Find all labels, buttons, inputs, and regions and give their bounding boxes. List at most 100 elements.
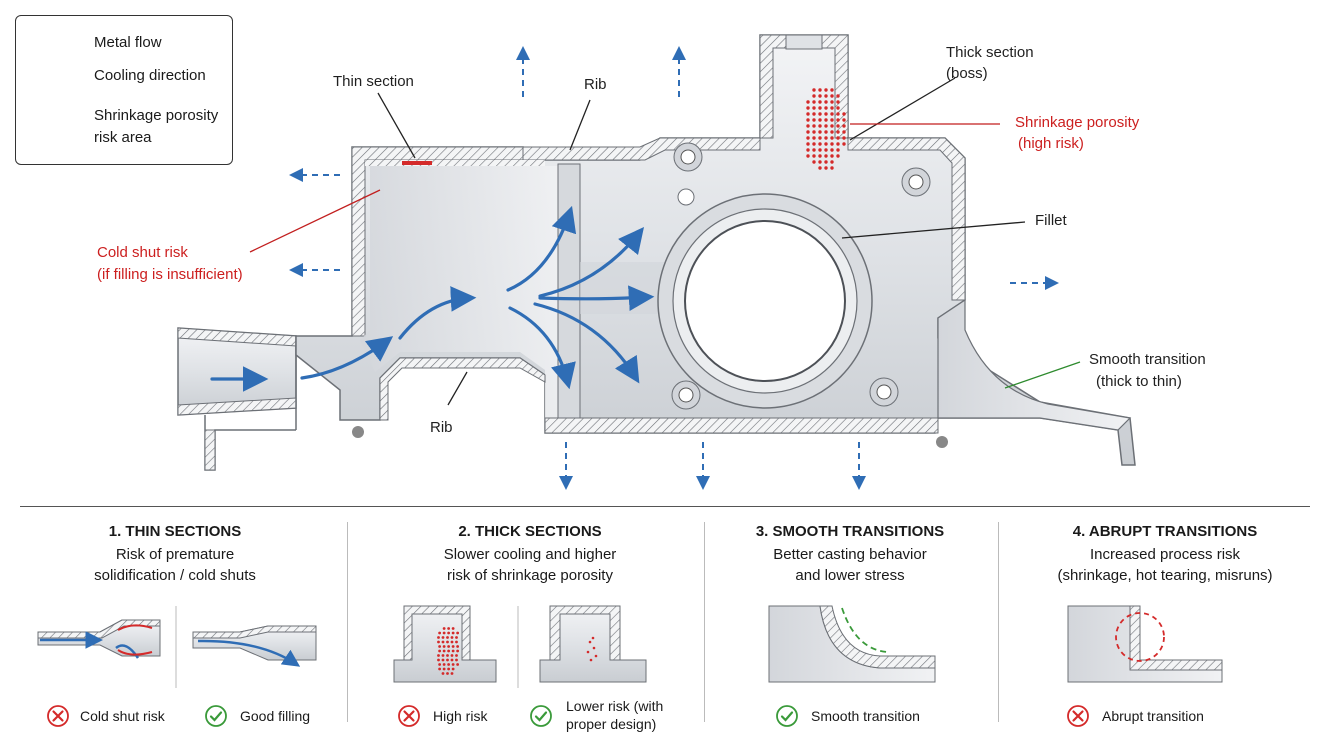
- porosity-dot: [836, 124, 840, 128]
- panel4-sub-1: Increased process risk: [1089, 546, 1241, 563]
- porosity-dot: [818, 94, 822, 98]
- porosity-dot: [442, 667, 446, 671]
- porosity-dot: [442, 649, 446, 653]
- thick-section-bad-illustration: [393, 605, 497, 683]
- porosity-dot: [806, 148, 810, 152]
- porosity-dot: [447, 645, 451, 648]
- porosity-dot: [450, 672, 454, 675]
- porosity-dot: [441, 636, 445, 639]
- porosity-dot: [594, 654, 598, 658]
- porosity-dot: [818, 166, 822, 170]
- panel1-sub-1: Risk of premature: [115, 546, 235, 563]
- porosity-dot: [447, 627, 451, 630]
- porosity-dot: [806, 100, 810, 104]
- porosity-dot: [812, 94, 816, 98]
- porosity-dot: [818, 100, 822, 104]
- porosity-dot: [818, 118, 822, 122]
- porosity-dot: [836, 118, 840, 122]
- x-circle-icon: [398, 705, 420, 727]
- leader-lines: [249, 77, 1081, 406]
- porosity-dot: [830, 118, 834, 122]
- porosity-dot: [812, 100, 816, 104]
- porosity-dot: [455, 636, 458, 639]
- porosity-dot: [446, 636, 449, 639]
- porosity-dot: [812, 154, 816, 158]
- porosity-dot: [812, 160, 816, 164]
- porosity-dot: [824, 142, 828, 146]
- abrupt-transition-illustration: [1067, 605, 1223, 683]
- porosity-dot: [451, 663, 455, 666]
- porosity-dot: [836, 106, 840, 110]
- porosity-dot: [818, 124, 822, 128]
- callout-thick-section-2: (boss): [946, 65, 988, 82]
- porosity-dot: [824, 100, 828, 104]
- panel3-title: 3. SMOOTH TRANSITIONS: [755, 523, 945, 540]
- porosity-dot: [836, 142, 840, 146]
- porosity-dot: [824, 166, 828, 170]
- porosity-dot: [592, 646, 596, 650]
- porosity-dot: [836, 112, 840, 116]
- legend-shrinkage-label-2: risk area: [94, 129, 152, 146]
- porosity-dot: [450, 654, 454, 657]
- porosity-dot: [830, 160, 834, 164]
- porosity-dot: [437, 654, 440, 657]
- porosity-dot: [441, 640, 445, 644]
- porosity-dot: [824, 154, 828, 158]
- porosity-dot: [806, 118, 810, 122]
- porosity-dot: [438, 667, 442, 671]
- legend-cooling-label: Cooling direction: [94, 67, 206, 84]
- metal-flow-arrows: [210, 205, 655, 392]
- porosity-dot: [836, 136, 840, 140]
- porosity-dot: [836, 130, 840, 134]
- porosity-dot: [818, 106, 822, 110]
- porosity-dot: [451, 667, 455, 671]
- check-circle-icon: [205, 705, 227, 727]
- porosity-dot: [824, 118, 828, 122]
- porosity-dot: [450, 658, 454, 662]
- callout-rib-top: Rib: [584, 76, 607, 93]
- porosity-dot: [818, 142, 822, 146]
- porosity-dot: [456, 645, 460, 648]
- porosity-dot: [812, 136, 816, 140]
- porosity-dot: [824, 130, 828, 134]
- panel1-sub-2: solidification / cold shuts: [94, 567, 256, 584]
- porosity-dot: [438, 631, 442, 635]
- porosity-dot: [446, 658, 449, 662]
- callout-shrinkage-2: (high risk): [1018, 135, 1084, 152]
- porosity-dot: [447, 631, 451, 635]
- porosity-dot: [830, 154, 834, 158]
- callout-thick-section-1: Thick section: [946, 44, 1034, 61]
- porosity-dot: [842, 112, 846, 116]
- porosity-dot: [442, 663, 446, 666]
- casting-part: [177, 34, 1136, 471]
- porosity-dot: [830, 166, 834, 170]
- high-risk-porosity: [437, 627, 460, 675]
- porosity-dot: [442, 627, 446, 630]
- callout-shrinkage-1: Shrinkage porosity: [1015, 114, 1140, 131]
- porosity-dot: [842, 136, 846, 140]
- porosity-dot: [438, 649, 442, 653]
- porosity-dot: [818, 136, 822, 140]
- porosity-dot: [455, 654, 458, 657]
- panel1-title: 1. THIN SECTIONS: [108, 523, 242, 540]
- porosity-dot: [818, 160, 822, 164]
- porosity-dot: [836, 100, 840, 104]
- panel1-status-2: Good filling: [240, 708, 311, 724]
- porosity-dot: [588, 640, 592, 644]
- porosity-dot: [812, 118, 816, 122]
- porosity-dot: [830, 124, 834, 128]
- thick-section-good-illustration: [539, 605, 647, 683]
- porosity-dot: [455, 640, 458, 644]
- porosity-dot: [806, 136, 810, 140]
- porosity-dot: [806, 154, 810, 158]
- check-circle-icon: [776, 705, 798, 727]
- porosity-dot: [830, 106, 834, 110]
- porosity-dot: [442, 631, 446, 635]
- porosity-dot: [446, 654, 449, 657]
- porosity-dot: [437, 658, 440, 662]
- porosity-dot: [812, 112, 816, 116]
- porosity-dot: [438, 663, 442, 666]
- low-risk-porosity: [586, 636, 598, 662]
- porosity-dot: [441, 658, 445, 662]
